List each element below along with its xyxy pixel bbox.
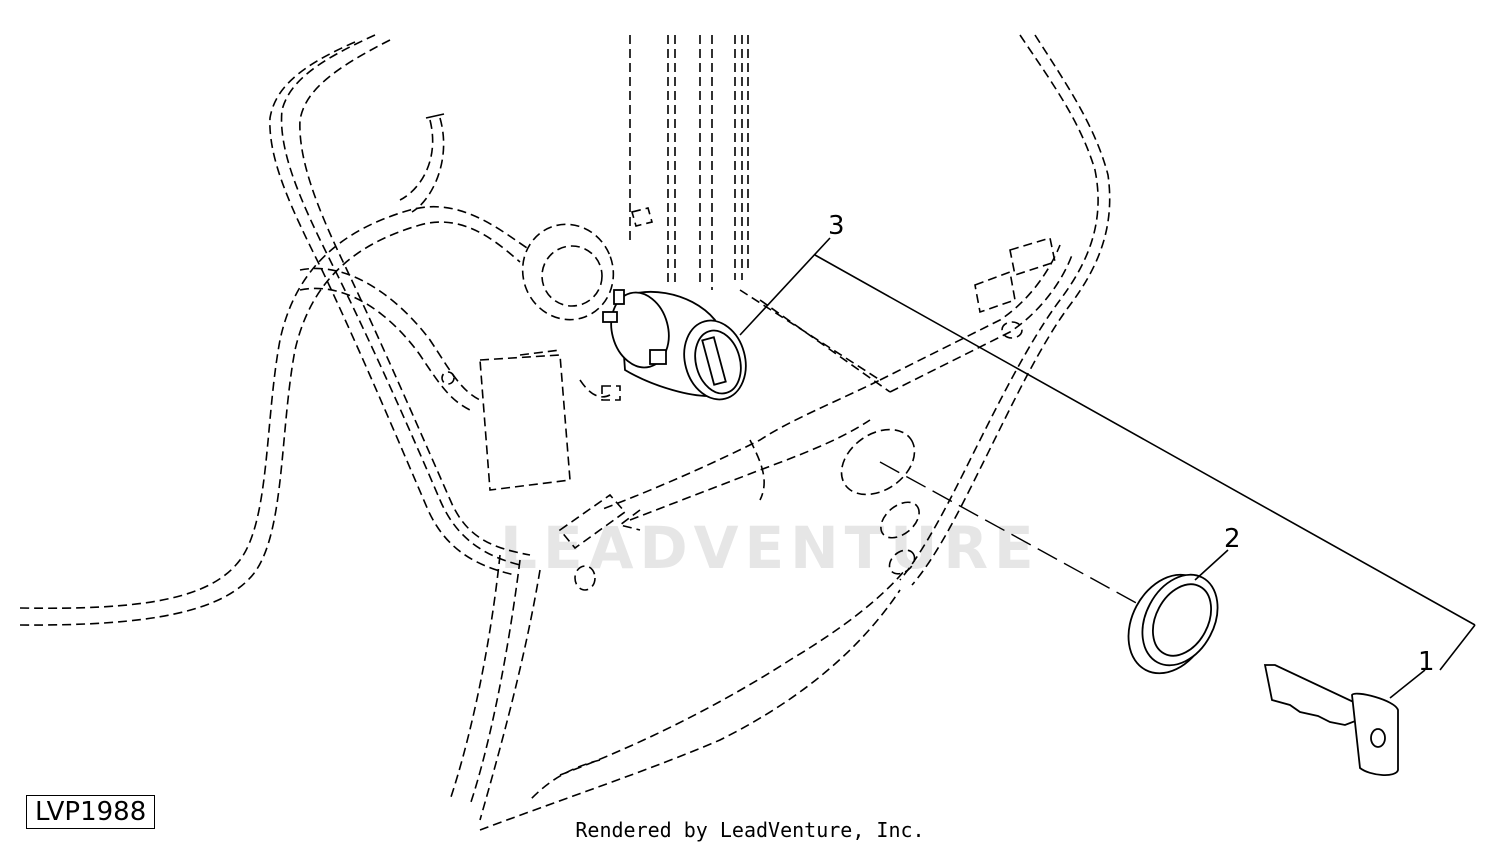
- part-ignition-switch: [602, 289, 747, 401]
- left-frame-rail: [269, 34, 531, 576]
- part-retaining-nut: [1127, 573, 1219, 675]
- callout-2: 2: [1224, 524, 1241, 554]
- render-credit: Rendered by LeadVenture, Inc.: [575, 818, 925, 842]
- wiring-harness: [19, 113, 531, 626]
- ignition-switch-connector: [441, 223, 621, 491]
- callout-3: 3: [828, 211, 845, 241]
- callout-1: 1: [1418, 647, 1435, 677]
- figure-reference-label: LVP1988: [26, 795, 156, 829]
- watermark-text: LEADVENTURE: [500, 514, 1040, 582]
- leader-lines: [739, 237, 1476, 699]
- vertical-post: [629, 35, 749, 290]
- dash-panel: [449, 236, 1073, 831]
- right-frame-rail: [899, 34, 1111, 586]
- part-key: [1263, 664, 1399, 776]
